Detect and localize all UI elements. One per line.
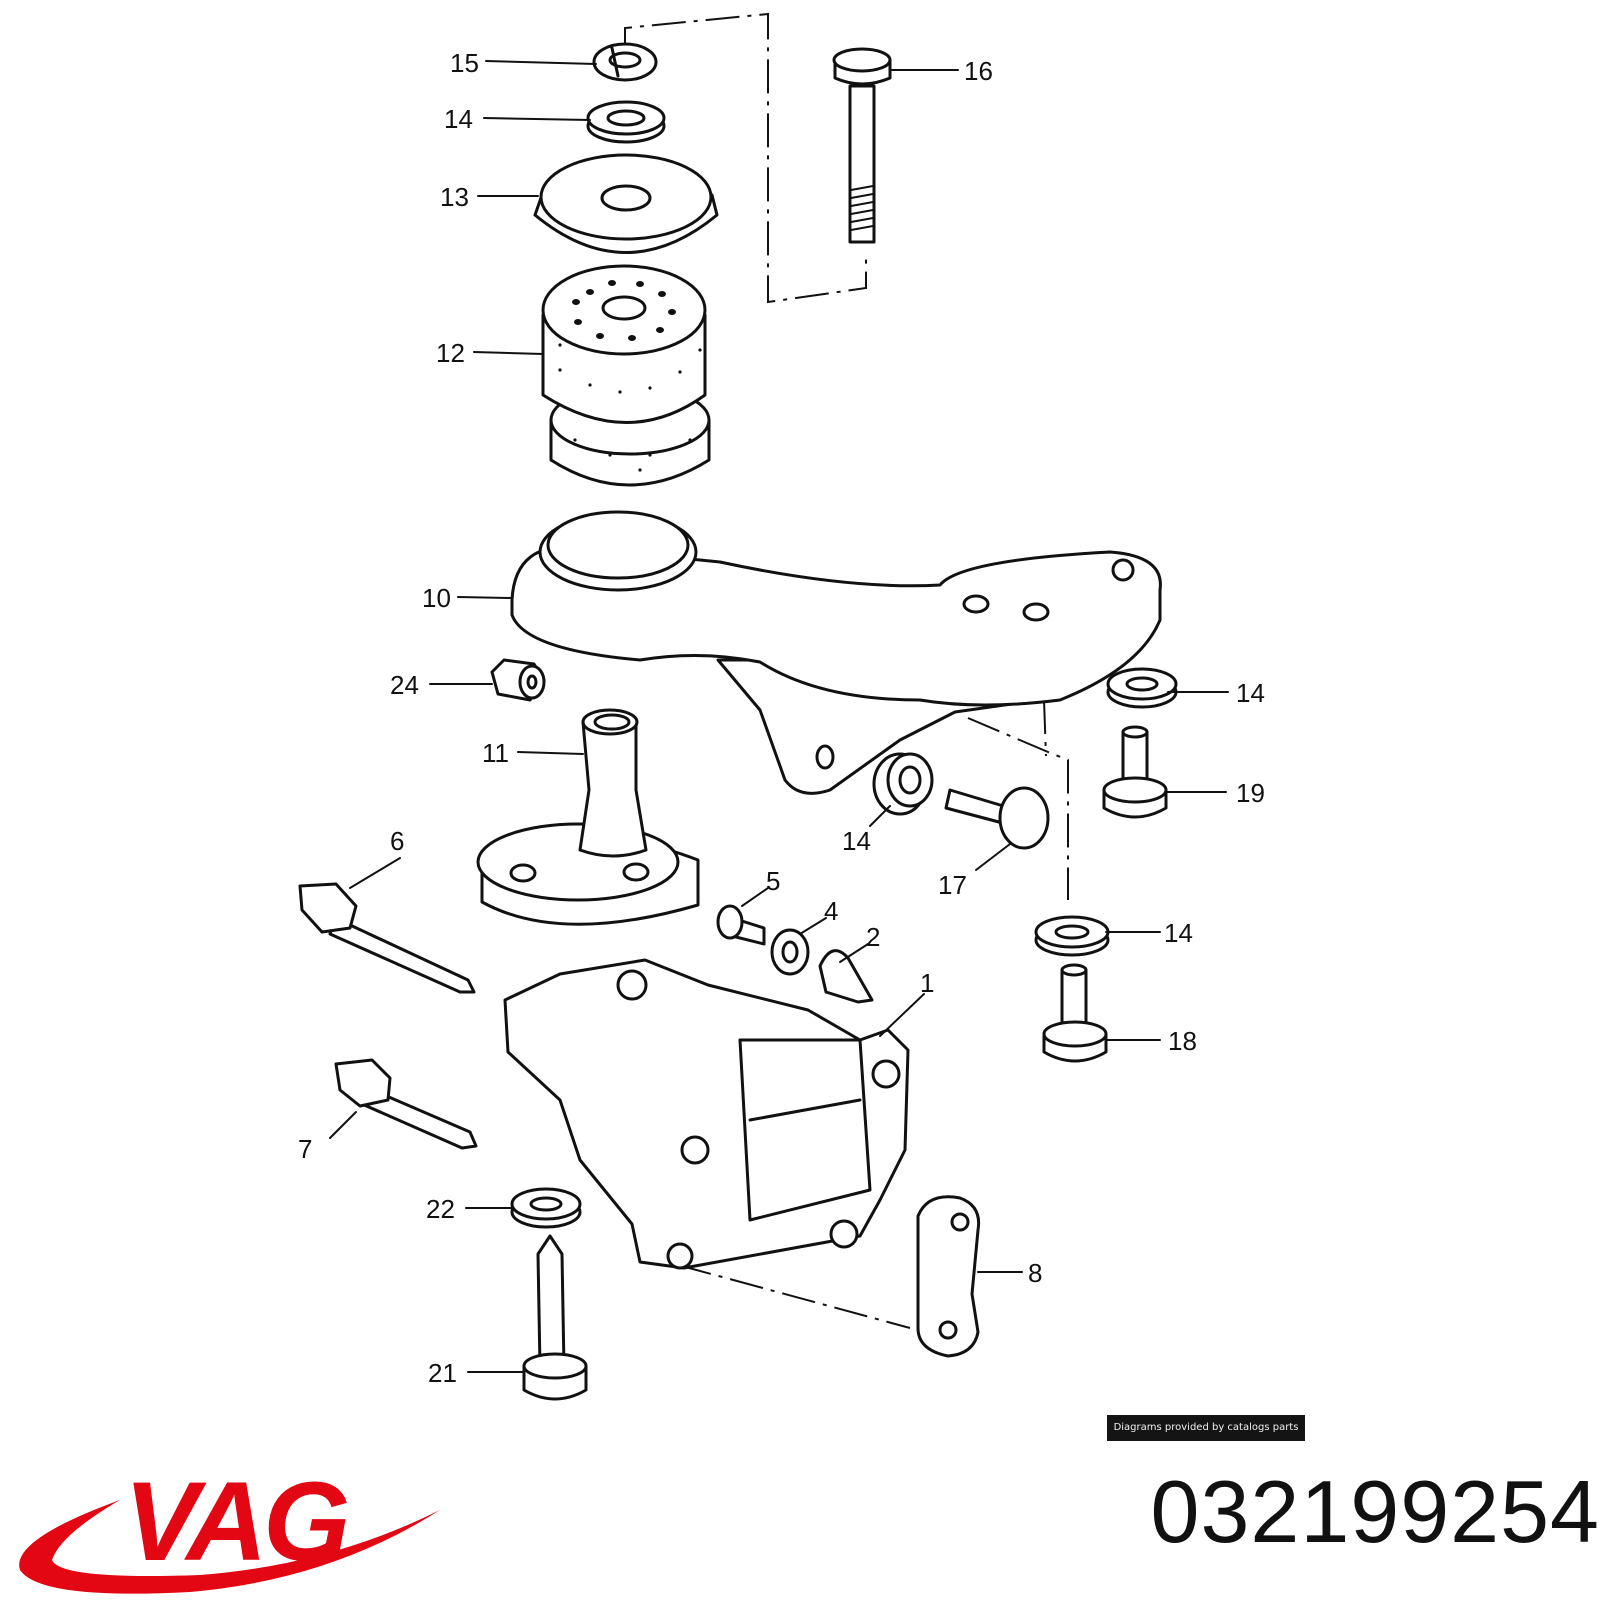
callout-14: 14 xyxy=(842,826,871,856)
plate-8 xyxy=(916,1195,981,1358)
diagram-credit-badge: Diagrams provided by catalogs parts xyxy=(1107,1415,1305,1441)
main-bracket-1 xyxy=(503,958,910,1270)
part-number: 032199254 xyxy=(1150,1462,1600,1561)
callout-14: 14 xyxy=(1164,918,1193,948)
callout-12: 12 xyxy=(436,338,465,368)
bolt-21 xyxy=(522,1234,588,1401)
washer-14-lower xyxy=(1034,915,1110,957)
logo-wordmark: VAG xyxy=(124,1459,347,1584)
callout-6: 6 xyxy=(390,826,404,856)
washer-4 xyxy=(770,928,810,976)
leader-lines xyxy=(329,60,1229,1373)
washer-14-middle xyxy=(872,752,934,816)
vag-logo: VAG xyxy=(0,1440,460,1600)
callout-8: 8 xyxy=(1028,1258,1042,1288)
logo-swoosh xyxy=(19,1500,441,1594)
assembly-line-bottom xyxy=(677,1264,911,1329)
callout-14: 14 xyxy=(444,104,473,134)
callout-10: 10 xyxy=(422,583,451,613)
callout-17: 17 xyxy=(938,870,967,900)
callout-21: 21 xyxy=(428,1358,457,1388)
callout-22: 22 xyxy=(426,1194,455,1224)
cup-13 xyxy=(533,153,719,254)
bolt-5 xyxy=(716,904,766,946)
washer-14-right xyxy=(1106,667,1178,709)
bolt-17 xyxy=(944,786,1050,850)
callout-24: 24 xyxy=(390,670,419,700)
assembly-line-right-b xyxy=(1043,699,1047,757)
washer-14-top xyxy=(586,100,666,144)
assembly-line-right xyxy=(967,717,1069,900)
plug-2 xyxy=(818,949,874,1004)
callout-13: 13 xyxy=(440,182,469,212)
bolt-7 xyxy=(334,1058,478,1150)
callout-2: 2 xyxy=(866,922,880,952)
callout-5: 5 xyxy=(766,866,780,896)
nut-24 xyxy=(490,658,546,702)
washer-22 xyxy=(510,1187,582,1229)
engine-bracket-10 xyxy=(510,510,1162,795)
callout-4: 4 xyxy=(824,896,838,926)
callout-11: 11 xyxy=(482,738,509,768)
spring-washer-15 xyxy=(592,42,658,82)
bolt-18 xyxy=(1042,963,1108,1063)
callout-7: 7 xyxy=(298,1134,312,1164)
rubber-buffer-12 xyxy=(541,264,711,487)
callout-15: 15 xyxy=(450,48,479,78)
callout-16: 16 xyxy=(964,56,993,86)
bolt-6 xyxy=(298,882,476,994)
callout-18: 18 xyxy=(1168,1026,1197,1056)
assembly-line-top xyxy=(624,12,867,304)
callout-19: 19 xyxy=(1236,778,1265,808)
callout-1: 1 xyxy=(920,968,934,998)
callout-14: 14 xyxy=(1236,678,1265,708)
bolt-19 xyxy=(1102,725,1168,819)
mount-11 xyxy=(476,708,700,926)
bolt-16 xyxy=(832,47,892,244)
